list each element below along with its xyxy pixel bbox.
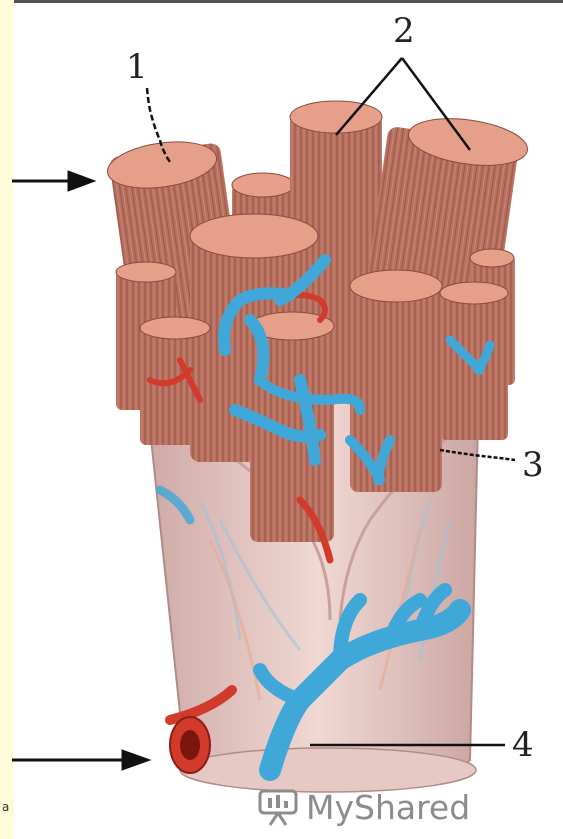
label-2: 2 (393, 14, 415, 48)
myshared-watermark: MyShared (256, 782, 470, 832)
label-4: 4 (512, 728, 534, 762)
label-1: 1 (126, 50, 148, 84)
corner-glyph: a (2, 800, 9, 814)
presentation-board-icon (256, 787, 300, 827)
label-3: 3 (522, 448, 544, 482)
watermark-text: MyShared (306, 788, 470, 827)
